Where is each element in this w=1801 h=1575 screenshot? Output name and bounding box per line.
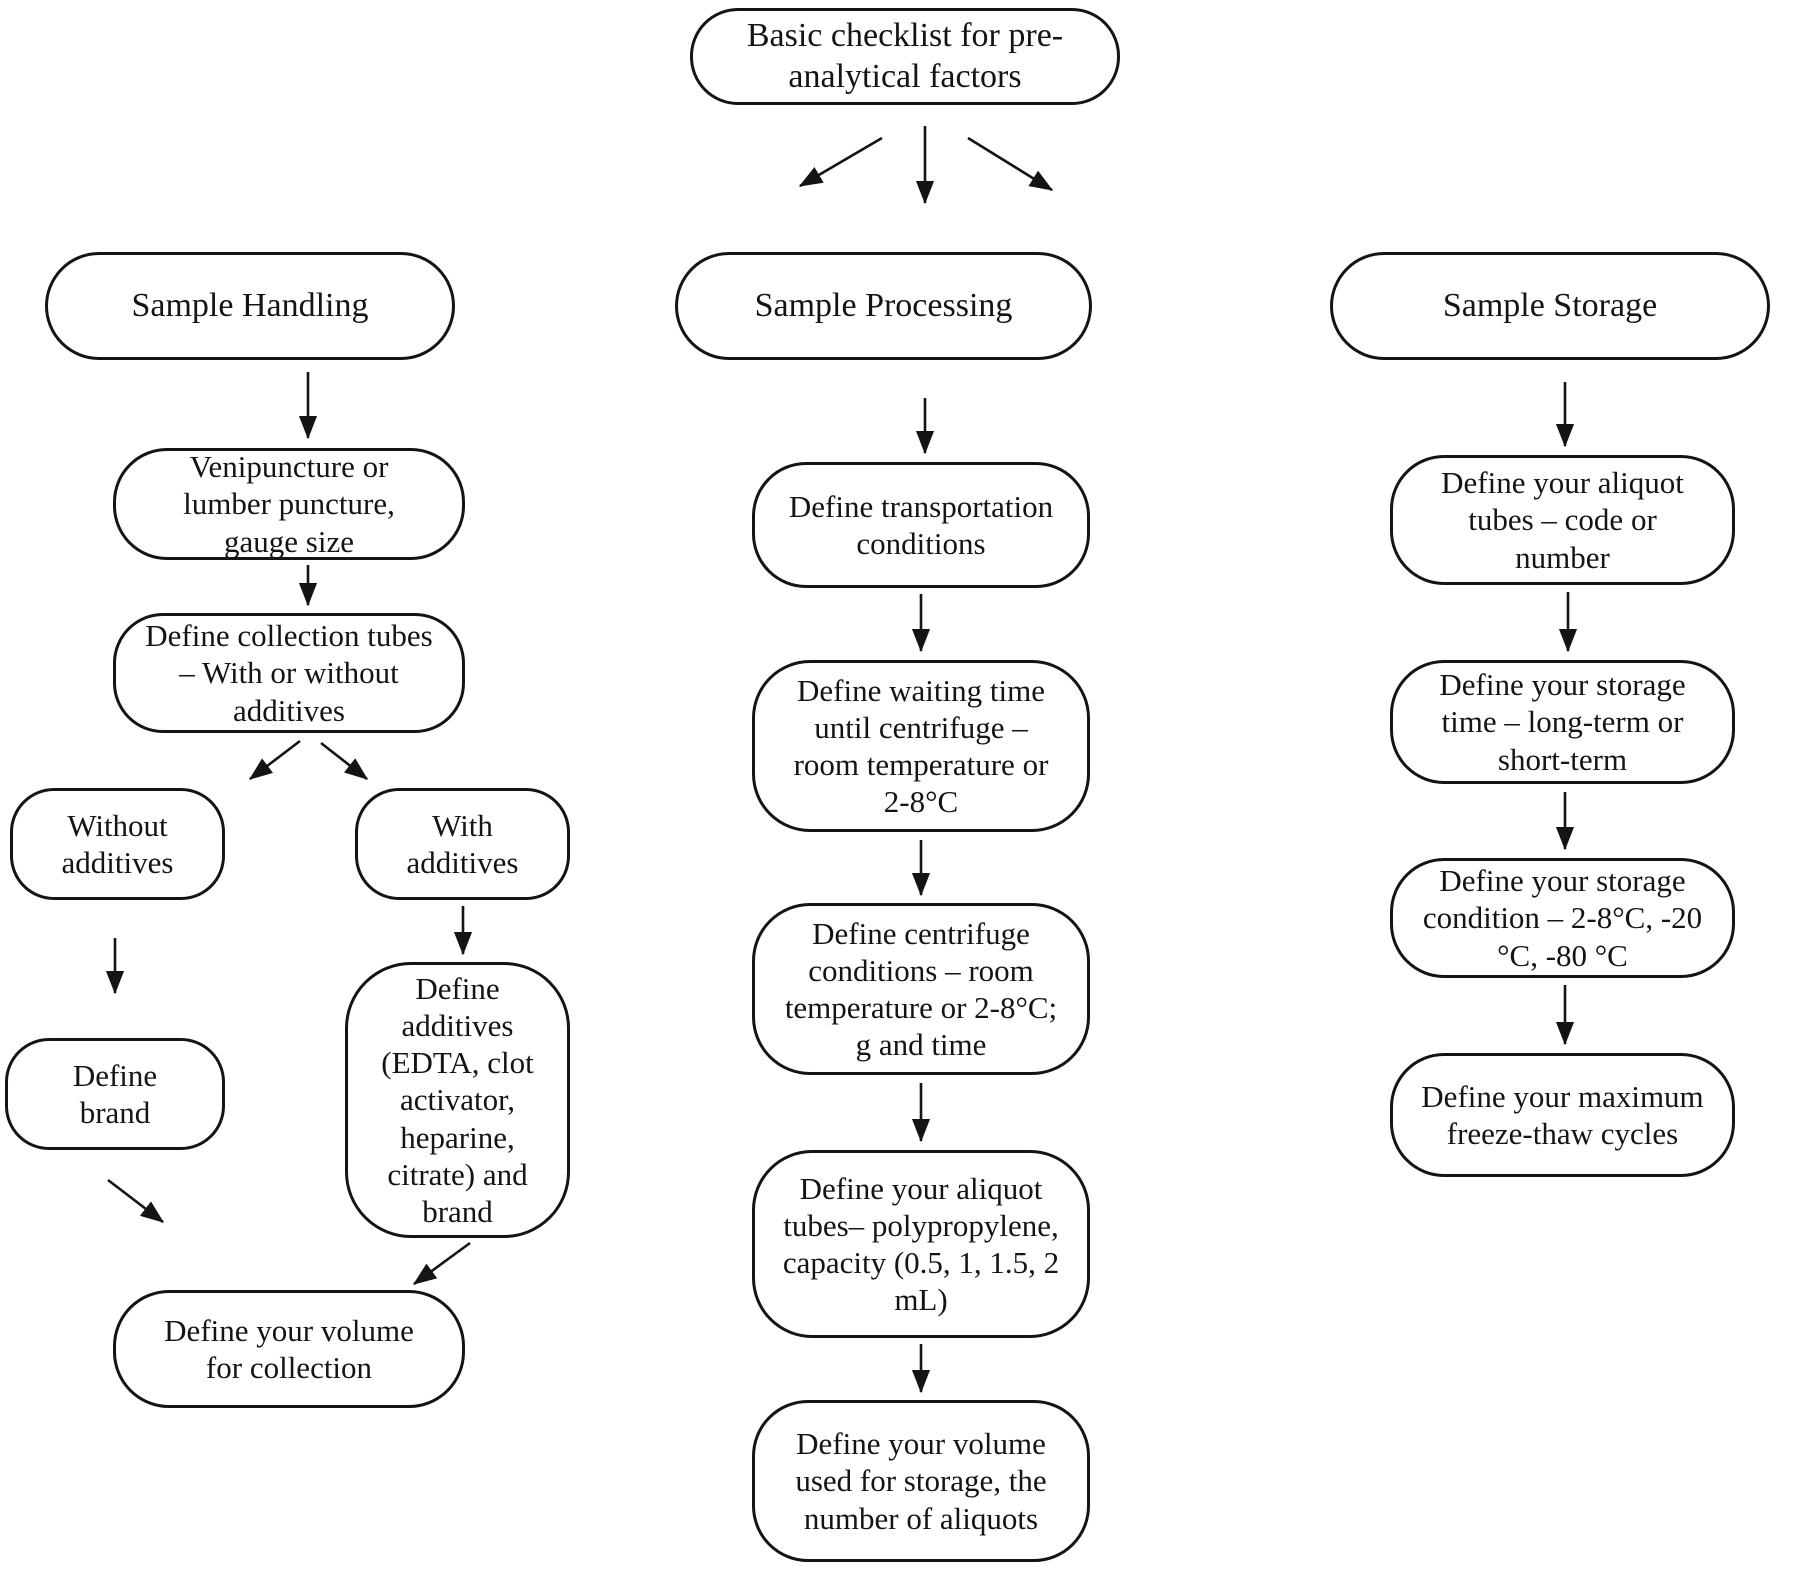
node-centrifuge-conditions: Define centrifuge conditions – room temp…	[752, 903, 1090, 1075]
node-sample-processing-header: Sample Processing	[675, 252, 1092, 360]
arrow-collection-to-without	[248, 739, 301, 781]
node-volume-for-collection: Define your volume for collection	[113, 1290, 465, 1408]
node-define-brand: Define brand	[5, 1038, 225, 1150]
node-define-additives: Define additives (EDTA, clot activator, …	[345, 962, 570, 1238]
node-without-additives: Without additives	[10, 788, 225, 900]
arrow-collection-to-with	[320, 741, 369, 781]
node-collection-tubes: Define collection tubes – With or withou…	[113, 613, 465, 733]
node-waiting-time: Define waiting time until centrifuge – r…	[752, 660, 1090, 832]
node-aliquot-tubes-code: Define your aliquot tubes – code or numb…	[1390, 455, 1735, 585]
node-sample-storage-header: Sample Storage	[1330, 252, 1770, 360]
node-venipuncture: Venipuncture or lumber puncture, gauge s…	[113, 448, 465, 560]
arrow-root-to-storage	[967, 136, 1054, 192]
node-storage-condition: Define your storage condition – 2-8°C, -…	[1390, 858, 1735, 978]
arrow-brand-to-volume	[107, 1178, 165, 1224]
arrow-root-to-handling	[798, 136, 883, 188]
node-aliquot-tubes-polypropylene: Define your aliquot tubes– polypropylene…	[752, 1150, 1090, 1338]
node-sample-handling-header: Sample Handling	[45, 252, 455, 360]
node-transportation-conditions: Define transportation conditions	[752, 462, 1090, 588]
arrow-additives-to-volume	[412, 1241, 471, 1286]
node-basic-checklist: Basic checklist for pre-analytical facto…	[690, 8, 1120, 105]
node-with-additives: With additives	[355, 788, 570, 900]
node-storage-time: Define your storage time – long-term or …	[1390, 660, 1735, 784]
node-freeze-thaw-cycles: Define your maximum freeze-thaw cycles	[1390, 1053, 1735, 1177]
node-volume-for-storage: Define your volume used for storage, the…	[752, 1400, 1090, 1562]
